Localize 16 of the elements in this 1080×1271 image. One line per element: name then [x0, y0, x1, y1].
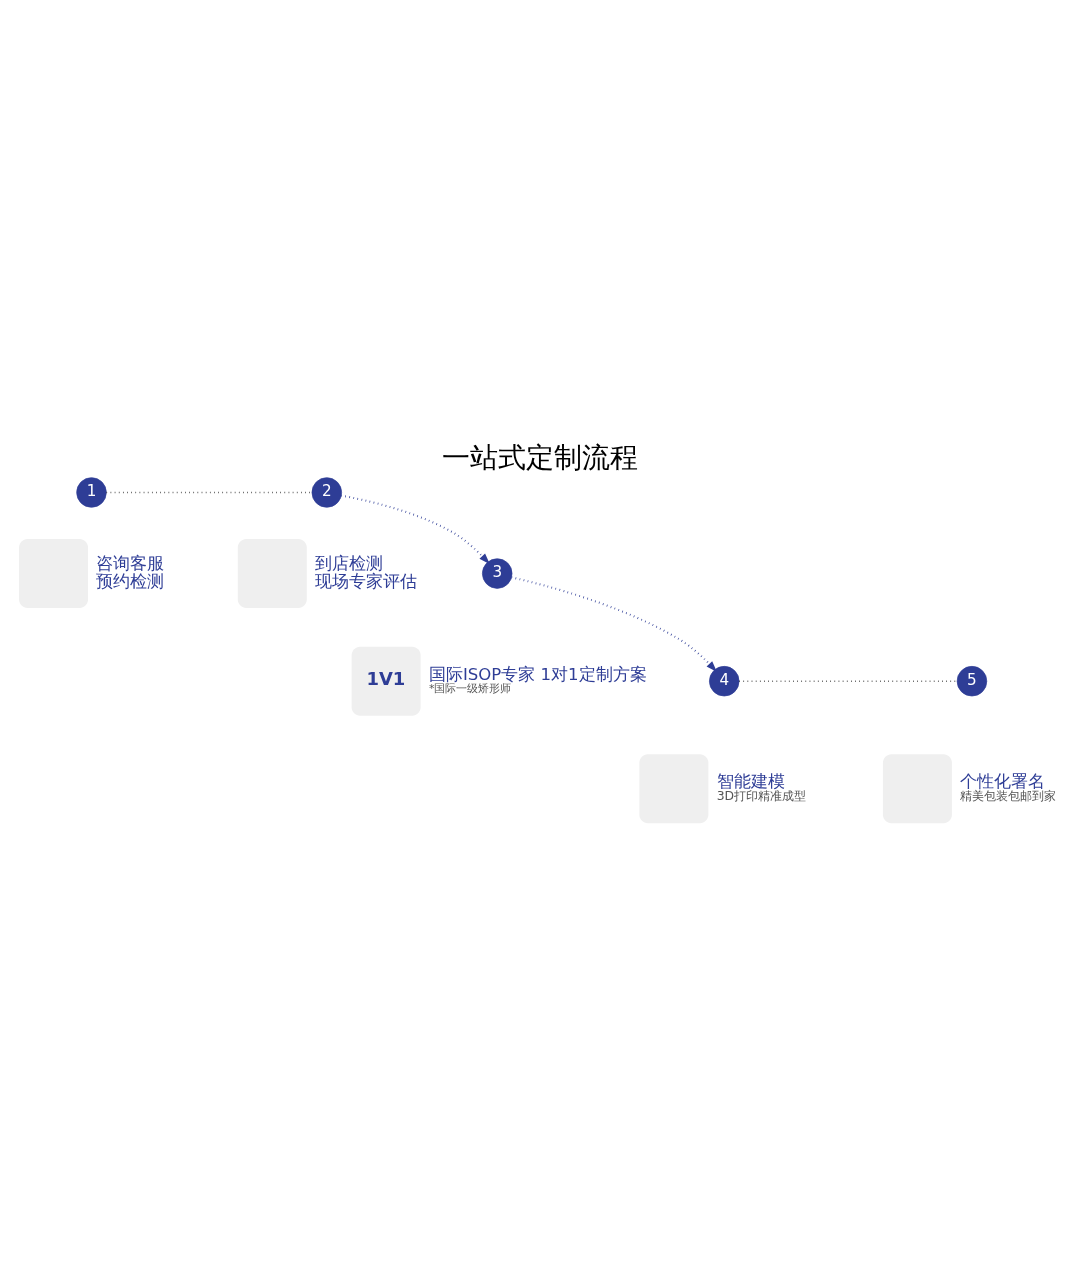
node-label: 到店检测: [315, 553, 384, 573]
node-label: 智能建模: [716, 771, 785, 791]
node-label: 预约检测: [96, 571, 165, 591]
node-circle: 1: [76, 476, 107, 508]
node-label: 国际ISOP专家 1对1定制方案: [428, 664, 647, 684]
arrow: [341, 494, 490, 564]
node-circle: 2: [311, 476, 342, 508]
node-circle: 3: [482, 557, 513, 589]
node-label: 现场专家评估: [315, 571, 418, 591]
connector: [105, 491, 313, 493]
node-label: 个性化署名: [960, 771, 1046, 791]
node-circle: 4: [709, 665, 740, 696]
node-label: *国际一级矫形师: [428, 681, 512, 695]
node-label: 咨询客服: [96, 553, 165, 573]
node-circle: 5: [956, 665, 988, 696]
diagram-title: 一站式定制流程: [442, 440, 638, 474]
